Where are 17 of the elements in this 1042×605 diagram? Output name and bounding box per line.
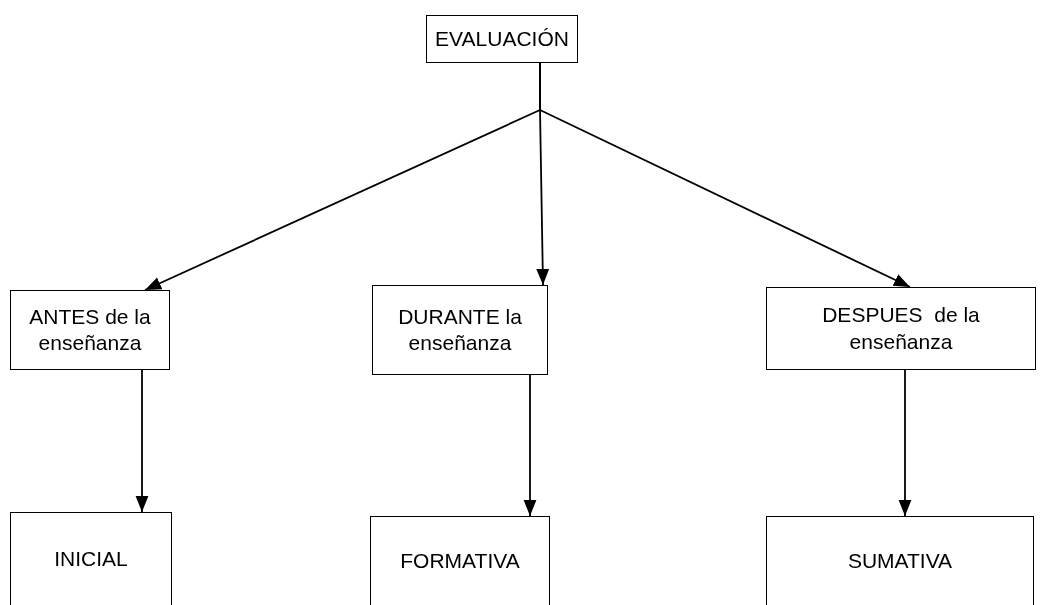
box-label: FORMATIVA <box>400 548 520 575</box>
box-label: EVALUACIÓN <box>435 25 569 52</box>
process-box <box>370 516 550 605</box>
process-box <box>766 287 1036 370</box>
box-label: INICIAL <box>54 546 128 573</box>
process-box <box>766 516 1034 605</box>
process-box <box>372 285 548 375</box>
process-box <box>10 512 172 605</box>
arrow <box>523 374 537 517</box>
process-box <box>10 290 170 370</box>
box-label: SUMATIVA <box>847 548 953 575</box>
process-box <box>426 15 578 63</box>
arrow <box>135 369 149 513</box>
box-label: ANTES de la enseñanza <box>28 303 152 356</box>
box-label: DURANTE la enseñanza <box>397 303 523 356</box>
box-label: DESPUES de la enseñanza <box>821 302 981 355</box>
arrow <box>898 369 912 517</box>
